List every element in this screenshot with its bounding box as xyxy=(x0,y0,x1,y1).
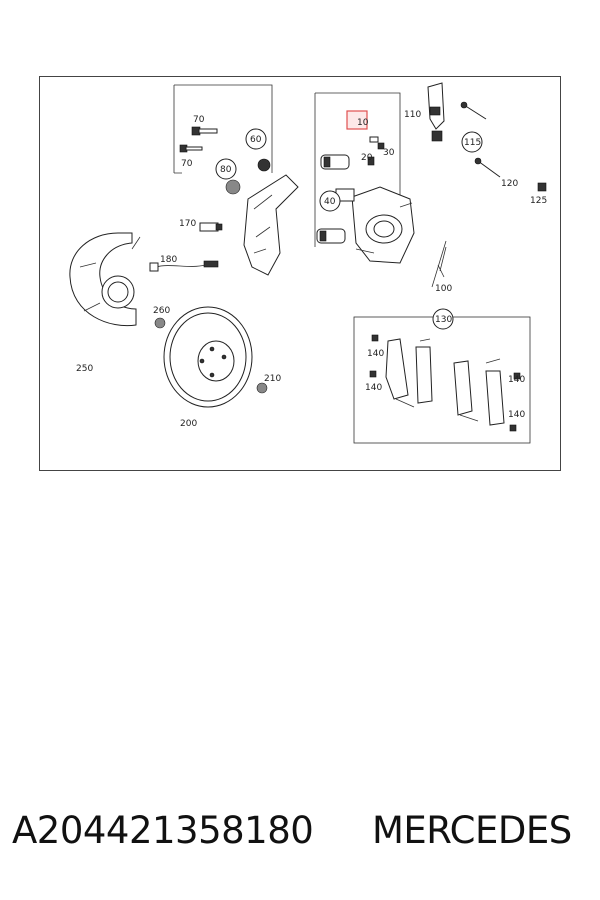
brake-pad-set xyxy=(369,334,521,432)
bolt-125 xyxy=(537,182,547,192)
nut-260 xyxy=(154,317,166,329)
callout-260: 260 xyxy=(153,306,170,316)
pin-115 xyxy=(460,101,501,178)
callout-30: 30 xyxy=(383,148,395,158)
parts-diagram: 10 20 30 40 60 70 70 80 100 110 115 120 … xyxy=(39,76,561,471)
brake-assembly-diagram: 10 20 30 40 60 70 70 80 100 110 115 120 … xyxy=(69,82,547,444)
callout-250: 250 xyxy=(76,364,93,374)
callout-130: 130 xyxy=(435,315,452,325)
brand-name: MERCEDES xyxy=(372,808,572,852)
bushing-80 xyxy=(225,158,271,195)
dust-shield xyxy=(69,232,141,327)
callout-140-b: 140 xyxy=(365,383,382,393)
callout-115: 115 xyxy=(464,138,481,148)
callout-210: 210 xyxy=(264,374,281,384)
callout-170: 170 xyxy=(179,219,196,229)
caliper-carrier xyxy=(243,174,299,276)
pad-kit-box xyxy=(353,316,531,444)
callout-180: 180 xyxy=(160,255,177,265)
guide-pin-40 xyxy=(316,154,350,244)
bolt-70-lower xyxy=(179,144,203,153)
callout-70-upper: 70 xyxy=(193,115,205,125)
callout-110: 110 xyxy=(404,110,421,120)
callout-80: 80 xyxy=(220,165,232,175)
brake-disc xyxy=(163,306,253,408)
part-number: A204421358180 xyxy=(12,808,314,852)
callout-140-d: 140 xyxy=(508,410,525,420)
highlight-box xyxy=(346,110,368,130)
callout-125: 125 xyxy=(530,196,547,206)
screw-210 xyxy=(256,382,268,394)
callout-10: 10 xyxy=(357,118,369,128)
callout-200: 200 xyxy=(180,419,197,429)
retaining-spring xyxy=(431,240,447,288)
callout-20: 20 xyxy=(361,153,373,163)
callout-70-lower: 70 xyxy=(181,159,193,169)
bracket-110 xyxy=(427,82,445,142)
callout-140-c: 140 xyxy=(508,375,525,385)
bolt-70-upper xyxy=(191,126,218,136)
bleeder-screw xyxy=(367,136,385,166)
product-caption: A204421358180 MERCEDES xyxy=(0,800,600,860)
callout-40: 40 xyxy=(324,197,336,207)
callout-140-a: 140 xyxy=(367,349,384,359)
callout-100: 100 xyxy=(435,284,452,294)
brake-caliper xyxy=(335,186,415,264)
callout-60: 60 xyxy=(250,135,262,145)
bolt-170 xyxy=(199,222,223,232)
wear-sensor xyxy=(149,260,219,272)
callout-120: 120 xyxy=(501,179,518,189)
